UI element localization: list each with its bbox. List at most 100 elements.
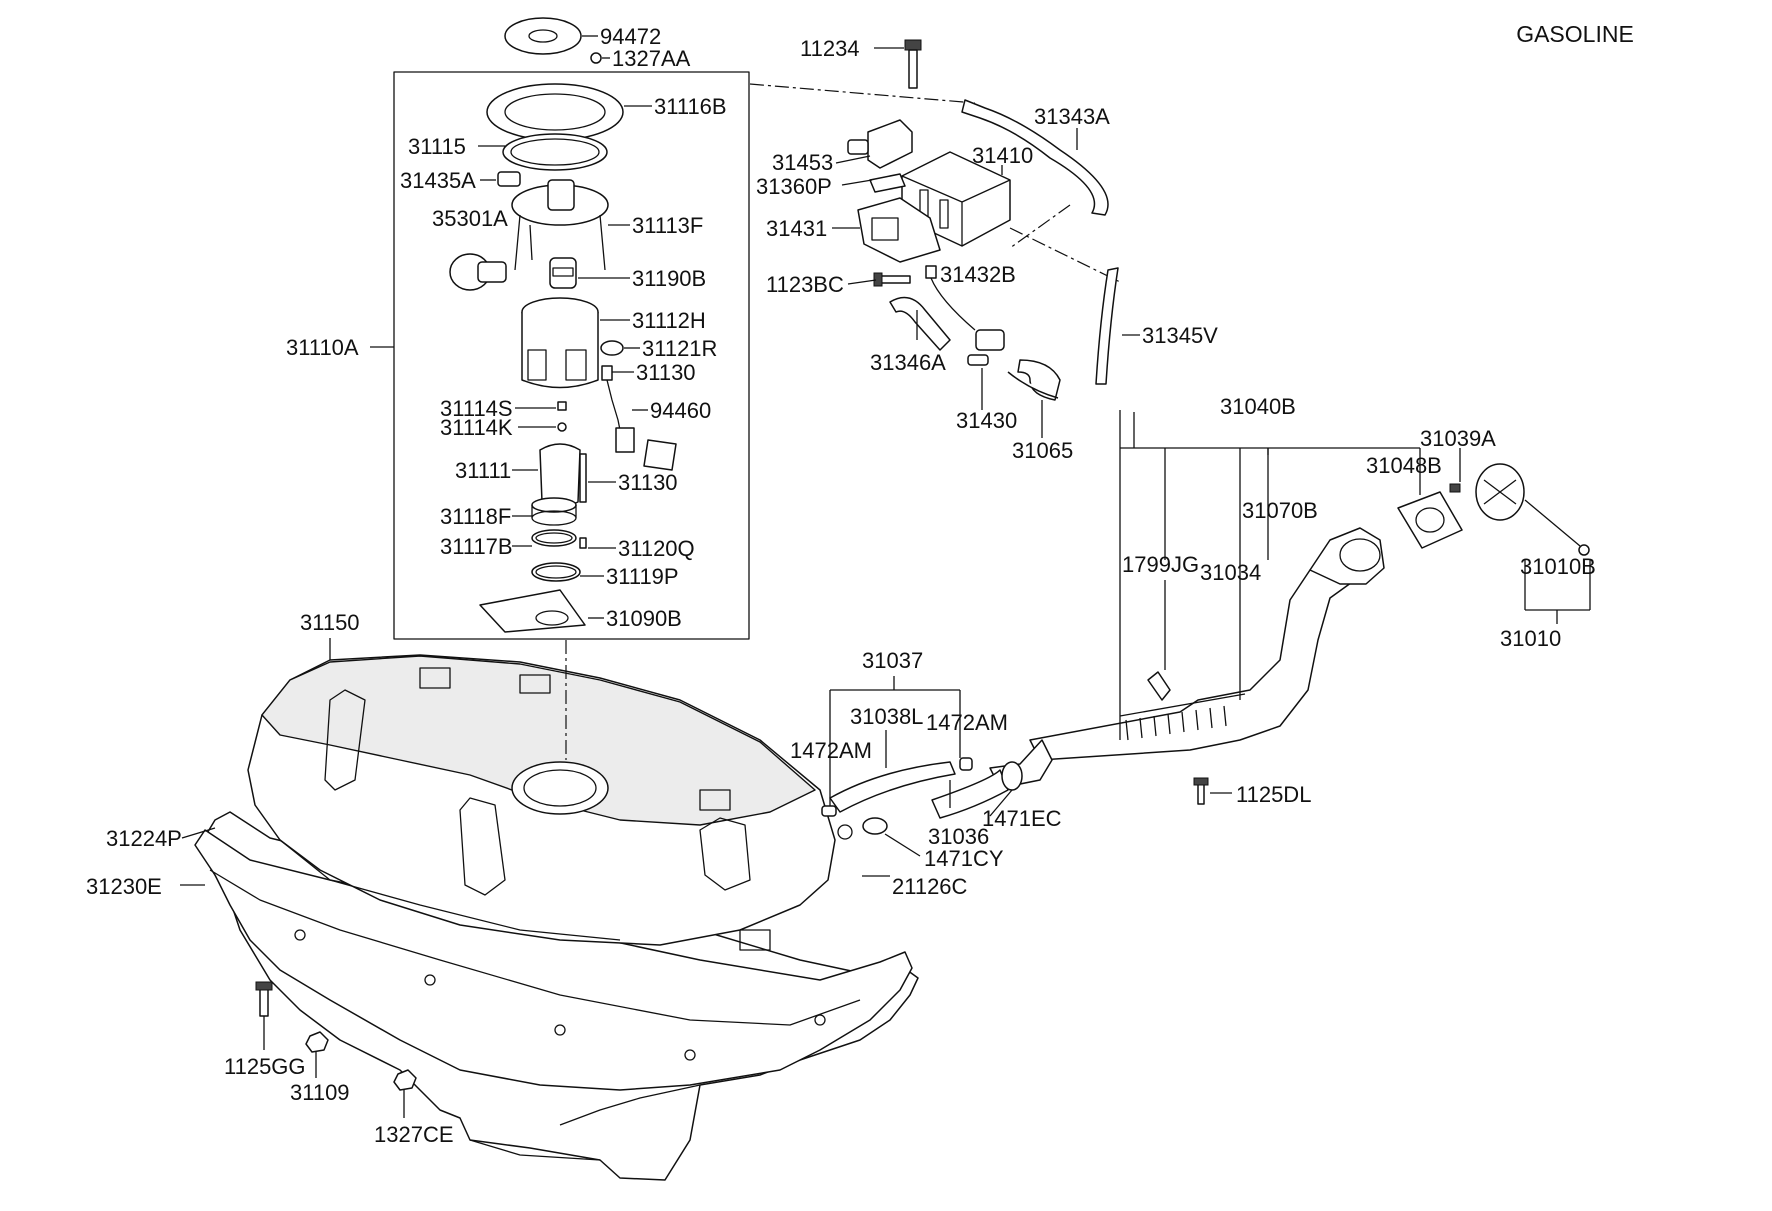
label-31116b: 31116B	[654, 94, 727, 119]
label-31224p: 31224P	[106, 826, 182, 851]
label-31113f: 31113F	[632, 213, 703, 238]
label-31431: 31431	[766, 216, 827, 241]
gasket-31048b	[1397, 491, 1463, 549]
label-31360p: 31360P	[756, 174, 832, 199]
label-1799jg: 1799JG	[1122, 552, 1199, 577]
label-31410: 31410	[972, 143, 1033, 168]
label-31010: 31010	[1500, 626, 1561, 651]
label-31435a: 31435A	[400, 168, 476, 193]
bolt-1125gg	[255, 981, 273, 1017]
label-31110a: 31110A	[286, 335, 359, 360]
label-31117b: 31117B	[440, 534, 513, 559]
label-31230e: 31230E	[86, 874, 162, 899]
label-31432b: 31432B	[940, 262, 1016, 287]
label-1327aa: 1327AA	[612, 46, 691, 71]
label-31065: 31065	[1012, 438, 1073, 463]
sender-31111	[539, 443, 581, 507]
label-31118f: 31118F	[440, 504, 511, 529]
label-1327ce: 1327CE	[374, 1122, 454, 1147]
label-31090b: 31090B	[606, 606, 682, 631]
label-31430: 31430	[956, 408, 1017, 433]
valve-31430	[967, 329, 1005, 366]
bolt-11234	[904, 39, 922, 89]
bracket-31431	[857, 197, 941, 263]
hose-31345v	[1095, 267, 1119, 385]
label-31111: 31111	[455, 458, 511, 483]
plug-31120q	[579, 537, 587, 549]
tank-leader-lines	[180, 638, 405, 1118]
o-ring-31121r	[600, 340, 624, 356]
label-31010b: 31010B	[1520, 554, 1596, 579]
canister-purge-centerline	[1009, 204, 1071, 249]
hose-31065	[1007, 359, 1061, 401]
label-1471ec: 1471EC	[982, 806, 1062, 831]
bracket-1799jg	[1147, 671, 1171, 701]
label-1125gg: 1125GG	[224, 1054, 306, 1079]
clamp-31119p	[531, 562, 581, 582]
label-31130-lower: 31130	[618, 470, 678, 495]
connector-31435a	[497, 171, 521, 187]
pump-housing-31112h	[521, 297, 599, 389]
rod-31130	[579, 453, 587, 503]
label-31130-upper: 31130	[636, 360, 696, 385]
label-31114s: 31114S	[440, 396, 513, 421]
fuel-tank-body	[247, 654, 853, 951]
clamp-1472am-left	[821, 805, 837, 817]
pad-31090b	[479, 589, 586, 633]
clamp-31117b	[531, 529, 577, 547]
label-1472am-right: 1472AM	[926, 710, 1008, 735]
label-31453: 31453	[772, 150, 833, 175]
label-31121r: 31121R	[642, 336, 717, 361]
clamp-1471cy	[862, 817, 888, 835]
label-31343a: 31343A	[1034, 104, 1110, 129]
canister-vent-centerline	[749, 83, 976, 104]
regulator-31190b	[549, 257, 577, 289]
nut-1327ce	[393, 1069, 417, 1091]
label-1471cy: 1471CY	[924, 846, 1004, 871]
bracket-31360p	[869, 173, 906, 193]
band-31118f	[531, 497, 577, 526]
bracket-31453	[847, 119, 913, 169]
cover-94472	[504, 17, 582, 55]
label-94460: 94460	[650, 398, 711, 423]
label-31346a: 31346A	[870, 350, 946, 375]
label-31070b: 31070B	[1242, 498, 1318, 523]
clamp-1472am-right	[959, 757, 973, 771]
label-31039a: 31039A	[1420, 426, 1496, 451]
nut-1327aa	[590, 52, 602, 64]
label-1125dl: 1125DL	[1236, 782, 1311, 807]
label-31345v: 31345V	[1142, 323, 1218, 348]
filler-neck-31040b	[1029, 527, 1385, 761]
label-35301a: 35301A	[432, 206, 508, 231]
vent-hose-31343a	[961, 99, 1109, 216]
diagram-title: GASOLINE	[1516, 21, 1634, 47]
filter-31114s	[557, 401, 567, 411]
label-94472: 94472	[600, 24, 661, 49]
label-31040b: 31040B	[1220, 394, 1296, 419]
bolt-1123bc	[873, 272, 911, 287]
fuel-cap-31010	[1475, 463, 1590, 556]
label-31150: 31150	[300, 610, 360, 635]
label-1123bc: 1123BC	[766, 272, 844, 297]
bolt-1125dl	[1193, 777, 1209, 805]
label-21126c: 21126C	[892, 874, 968, 899]
label-31112h: 31112H	[632, 308, 706, 333]
label-31034: 31034	[1200, 560, 1261, 585]
label-31109: 31109	[290, 1080, 350, 1105]
clamp-1471ec	[1001, 761, 1023, 791]
canister-leader-lines	[832, 47, 1140, 438]
label-11234: 11234	[800, 36, 860, 61]
pump-leader-lines	[370, 35, 652, 619]
label-31119p: 31119P	[606, 564, 679, 589]
nut-31109	[305, 1031, 329, 1053]
valve-35301a	[449, 253, 507, 291]
gasket-31115	[502, 133, 608, 171]
screw-31039a	[1449, 483, 1461, 493]
label-31190b: 31190B	[632, 266, 706, 291]
fuel-pump-assembly-box	[393, 71, 750, 640]
label-31036: 31036	[928, 824, 989, 849]
label-31048b: 31048B	[1366, 453, 1442, 478]
label-31115: 31115	[408, 134, 466, 159]
label-31120q: 31120Q	[618, 536, 695, 561]
